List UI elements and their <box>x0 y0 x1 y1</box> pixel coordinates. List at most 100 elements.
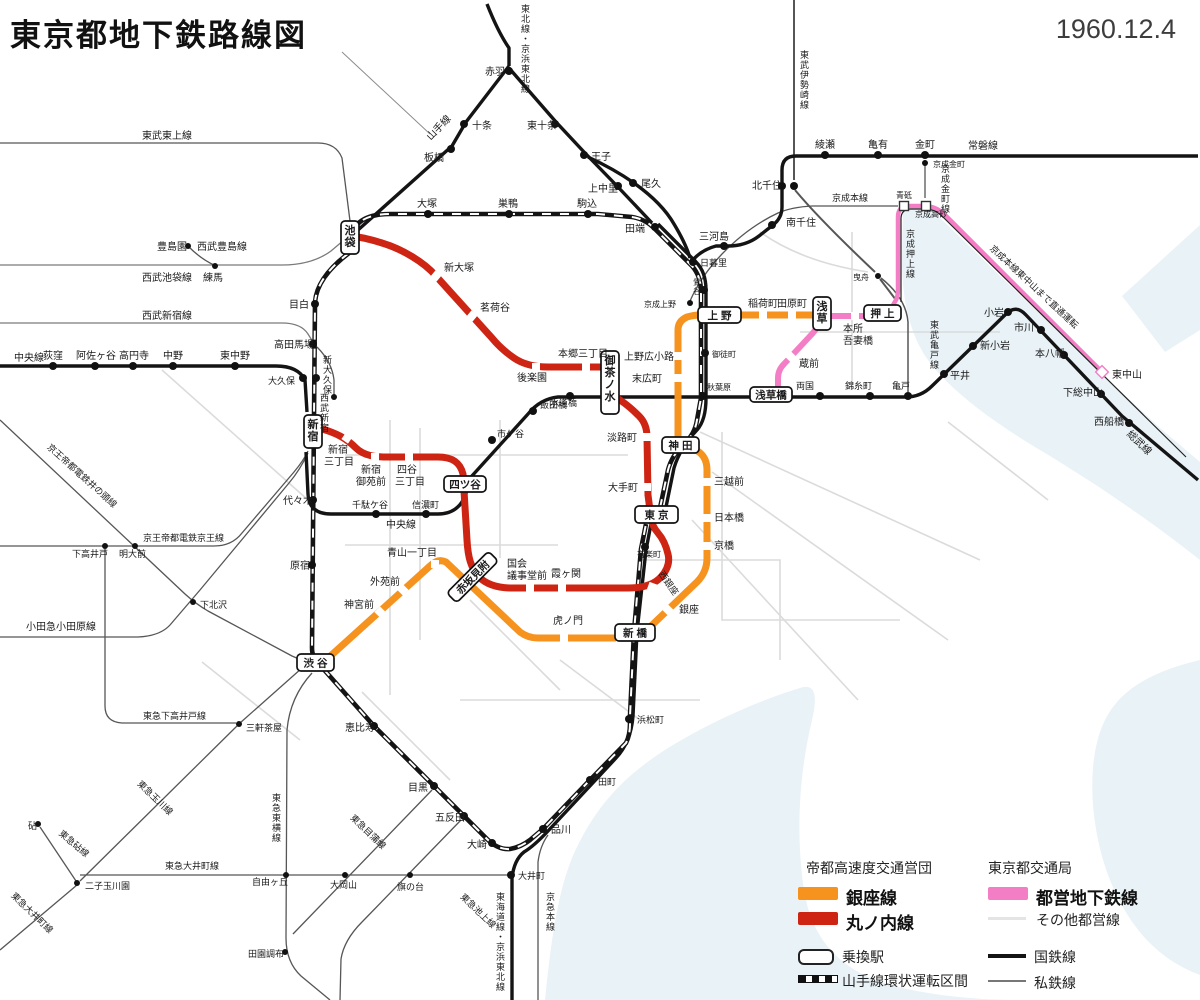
station-dot <box>689 258 697 266</box>
map-label: 御徒町 <box>712 349 736 359</box>
map-label: 金町 <box>915 138 935 151</box>
legend-label-toei: 都営地下鉄線 <box>1036 889 1138 908</box>
map-label: 大井町 <box>518 870 545 881</box>
map-label: 新大塚 <box>444 261 474 274</box>
legend-org1: 帝都高速度交通営団 <box>806 860 932 876</box>
map-label: 錦糸町 <box>845 380 872 391</box>
private-railway-line <box>880 277 909 392</box>
map-label: 北千住 <box>752 179 782 192</box>
transfer-station-box <box>296 653 335 672</box>
map-label: 後楽園 <box>517 371 547 384</box>
map-label: 東急池上線 <box>458 891 498 930</box>
private-railway-line <box>537 834 549 1000</box>
station-dot <box>308 561 316 569</box>
map-label: 京成金町 <box>933 159 965 169</box>
private-railway-line <box>292 789 433 935</box>
station-dot <box>309 496 317 504</box>
transfer-station-box <box>697 306 742 324</box>
map-label: 田原町 <box>777 298 807 310</box>
map-label: 東急下高井戸線 <box>143 710 206 721</box>
map-label: 茗荷谷 <box>480 302 510 314</box>
transfer-station-box <box>600 350 620 415</box>
station-dot <box>505 210 513 218</box>
map-label: 三丁目 <box>324 457 354 468</box>
legend-swatch-ginza <box>798 887 838 900</box>
yamanote-loop-dash <box>310 213 702 851</box>
map-label: 四谷 <box>397 464 417 476</box>
station-dot <box>1097 390 1105 398</box>
map-label: 練馬 <box>203 271 223 284</box>
station-marker <box>560 634 568 642</box>
jnr-line-icon <box>988 954 1026 958</box>
station-dot <box>651 223 659 231</box>
map-label: 淡路町 <box>607 431 637 444</box>
map-label: 豊島園 <box>157 240 187 253</box>
station-dot <box>551 120 559 128</box>
map-label: 田町 <box>598 777 616 787</box>
jnr-line <box>356 64 511 232</box>
map-date: 1960.12.4 <box>1055 14 1176 44</box>
transfer-station-icon <box>798 949 834 965</box>
station-dot <box>331 394 337 400</box>
station-marker <box>703 514 711 522</box>
map-label: 小田急小田原線 <box>26 620 96 633</box>
station-dot <box>586 776 594 784</box>
map-label: 東急目蒲線 <box>348 812 388 851</box>
map-label: 飯田橋 <box>540 399 567 410</box>
legend-label-marunouchi: 丸ノ内線 <box>846 914 914 933</box>
private-railway-line <box>79 667 303 882</box>
station-dot <box>687 300 693 306</box>
toden-line <box>699 431 981 561</box>
map-label: 有楽町 <box>637 549 661 559</box>
station-marker <box>788 311 796 319</box>
station-marker <box>431 560 439 568</box>
legend-label-ginza: 銀座線 <box>846 889 897 908</box>
map-label: 新大久保 <box>323 354 332 395</box>
map-label: 下北沢 <box>200 599 227 610</box>
toden-line <box>721 432 900 621</box>
transfer-station-name: 浅草橋 <box>755 389 787 402</box>
map-label: 荻窪 <box>43 349 63 362</box>
station-marker <box>785 351 797 363</box>
station-marker <box>466 310 478 322</box>
station-marker <box>558 584 566 592</box>
legend-label-yamanote: 山手線環状運転区間 <box>842 973 968 989</box>
transfer-station-box <box>447 551 498 603</box>
station-marker <box>703 478 711 486</box>
map-label: 京成金町線 <box>941 163 950 214</box>
map-label: 中野 <box>163 349 183 362</box>
map-label: 浜松町 <box>637 714 664 725</box>
sea-area <box>902 208 1200 560</box>
station-dot <box>342 872 348 878</box>
map-label: 京王帝都電鉄井の頭線 <box>45 441 119 509</box>
map-label: 中央線 <box>386 518 416 531</box>
station-dot <box>821 151 829 159</box>
station-dot <box>311 300 319 308</box>
map-label: 末広町 <box>632 372 662 385</box>
map-label: 新宿 <box>328 443 348 456</box>
station-marker <box>759 311 767 319</box>
map-label: 大崎 <box>467 838 487 851</box>
sea-area <box>545 686 1020 1000</box>
map-label: 青砥 <box>896 190 912 200</box>
station-dot <box>921 151 929 159</box>
station-dot <box>922 160 928 166</box>
station-dot <box>539 825 547 833</box>
station-marker <box>674 352 682 360</box>
transfer-station-box <box>303 414 323 449</box>
transfer-station-box <box>614 623 656 642</box>
map-label: 平井 <box>950 369 970 382</box>
station-dot <box>460 812 468 820</box>
map-label: 三丁目 <box>395 477 425 488</box>
toden-line <box>161 369 309 501</box>
transfer-station-name: 池袋 <box>344 223 357 249</box>
map-label: 新宿 <box>361 463 381 476</box>
map-label: 京橋 <box>714 539 734 552</box>
map-label: 品川 <box>551 824 571 836</box>
private-railway-line <box>316 346 335 395</box>
station-dot <box>790 182 798 190</box>
map-label: 目白 <box>289 298 309 311</box>
station-dot <box>566 392 574 400</box>
station-dot <box>505 67 513 75</box>
yamanote-dash-icon <box>798 975 838 983</box>
